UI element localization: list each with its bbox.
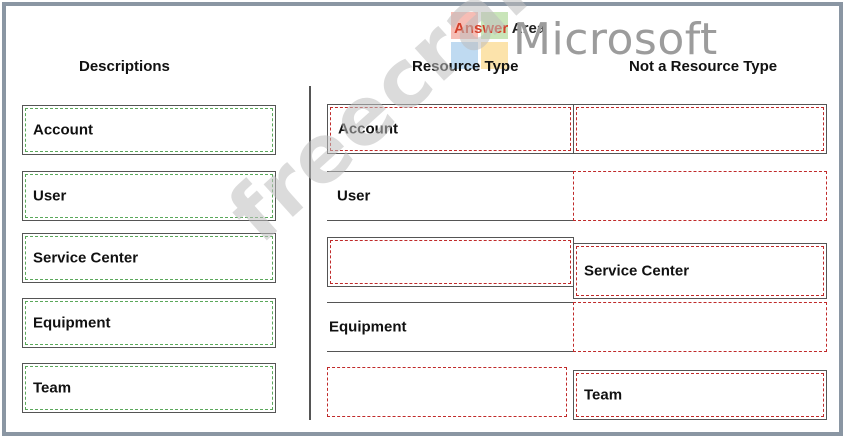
not-resource-type-heading: Not a Resource Type bbox=[629, 58, 778, 75]
slot-label: Team bbox=[584, 386, 623, 404]
resource-type-slot-2[interactable]: User bbox=[327, 171, 574, 221]
description-item-service-center[interactable]: Service Center bbox=[22, 233, 276, 283]
description-label: User bbox=[33, 187, 67, 205]
description-label: Team bbox=[33, 379, 72, 397]
description-label: Account bbox=[33, 121, 93, 139]
not-resource-type-slot-3[interactable]: Service Center bbox=[573, 243, 827, 299]
description-label: Equipment bbox=[33, 314, 111, 332]
descriptions-heading: Descriptions bbox=[79, 58, 170, 75]
description-item-equipment[interactable]: Equipment bbox=[22, 298, 276, 348]
slot-label: Account bbox=[338, 120, 398, 138]
not-resource-type-slot-4[interactable] bbox=[573, 302, 827, 352]
slot-label: Equipment bbox=[329, 318, 407, 336]
resource-type-slot-4[interactable]: Equipment bbox=[327, 302, 574, 352]
not-resource-type-slot-1[interactable] bbox=[573, 104, 827, 154]
description-item-user[interactable]: User bbox=[22, 171, 276, 221]
slot-label: User bbox=[337, 187, 371, 205]
resource-type-slot-3[interactable] bbox=[327, 237, 574, 287]
slot-label: Service Center bbox=[584, 262, 690, 280]
resource-type-slot-1[interactable]: Account bbox=[327, 104, 574, 154]
microsoft-logo-icon bbox=[451, 12, 509, 70]
description-label: Service Center bbox=[33, 249, 139, 267]
not-resource-type-slot-5[interactable]: Team bbox=[573, 370, 827, 420]
microsoft-brand-mark: Microsoft bbox=[513, 14, 718, 65]
description-item-account[interactable]: Account bbox=[22, 105, 276, 155]
not-resource-type-slot-2[interactable] bbox=[573, 171, 827, 221]
description-item-team[interactable]: Team bbox=[22, 363, 276, 413]
answer-area-title: Answer Area bbox=[454, 20, 546, 37]
resource-type-slot-5[interactable] bbox=[327, 367, 567, 417]
column-divider bbox=[309, 86, 311, 420]
resource-type-heading: Resource Type bbox=[412, 58, 519, 75]
